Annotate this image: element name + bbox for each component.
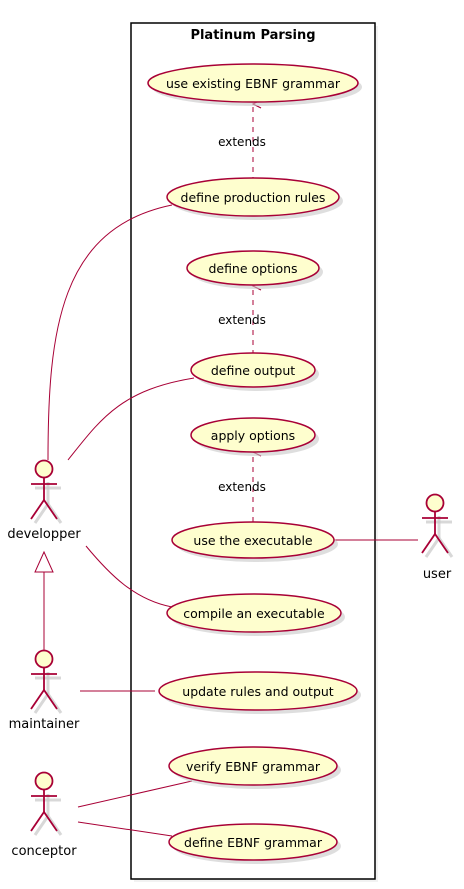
- maintainer-head: [34, 649, 54, 669]
- extends-label-2: extends: [218, 313, 266, 327]
- actor-conceptor: conceptor: [11, 771, 77, 859]
- assoc-conceptor-define-ebnf: [77, 821, 173, 837]
- use-case-use-ebnf: use existing EBNF grammar: [147, 63, 362, 106]
- use-case-apply-options: apply options: [190, 417, 319, 456]
- svg-text:use existing EBNF grammar: use existing EBNF grammar: [166, 76, 341, 91]
- assoc-developper-compile: [85, 545, 173, 608]
- use-case-define-ebnf: define EBNF grammar: [168, 823, 341, 864]
- svg-text:define output: define output: [211, 363, 295, 378]
- extends-label-3: extends: [218, 480, 266, 494]
- maintainer-label: maintainer: [9, 717, 80, 732]
- assoc-developper-define-rules: [47, 204, 173, 461]
- generalization-arrow: [34, 550, 54, 573]
- use-case-compile-exe: compile an executable: [166, 593, 345, 636]
- user-label: user: [423, 567, 452, 582]
- actor-user: user: [421, 493, 454, 582]
- svg-text:update rules and output: update rules and output: [182, 684, 334, 699]
- conceptor-label: conceptor: [11, 844, 77, 859]
- svg-text:define production rules: define production rules: [181, 190, 326, 205]
- svg-text:use the executable: use the executable: [193, 533, 313, 548]
- developper-head: [34, 459, 54, 479]
- use-case-use-exe: use the executable: [171, 521, 338, 562]
- assoc-developper-define-output: [67, 377, 195, 461]
- svg-text:compile an executable: compile an executable: [183, 606, 325, 621]
- extends-label-1: extends: [218, 135, 266, 149]
- assoc-conceptor-verify: [77, 780, 193, 808]
- use-case-verify-ebnf: verify EBNF grammar: [168, 746, 341, 789]
- svg-text:define EBNF grammar: define EBNF grammar: [184, 835, 323, 850]
- svg-text:apply options: apply options: [211, 428, 295, 443]
- actor-maintainer: maintainer: [9, 649, 80, 732]
- actor-developper: developper: [7, 459, 81, 542]
- use-case-define-output: define output: [190, 352, 319, 391]
- conceptor-head: [34, 771, 54, 791]
- use-case-update-rules: update rules and output: [158, 671, 361, 714]
- use-case-define-rules: define production rules: [166, 177, 343, 220]
- developper-label: developper: [7, 527, 81, 542]
- svg-text:verify EBNF grammar: verify EBNF grammar: [186, 759, 321, 774]
- svg-text:define options: define options: [208, 261, 297, 276]
- system-title: Platinum Parsing: [190, 28, 315, 43]
- user-head: [425, 493, 445, 513]
- use-case-define-options: define options: [186, 250, 323, 289]
